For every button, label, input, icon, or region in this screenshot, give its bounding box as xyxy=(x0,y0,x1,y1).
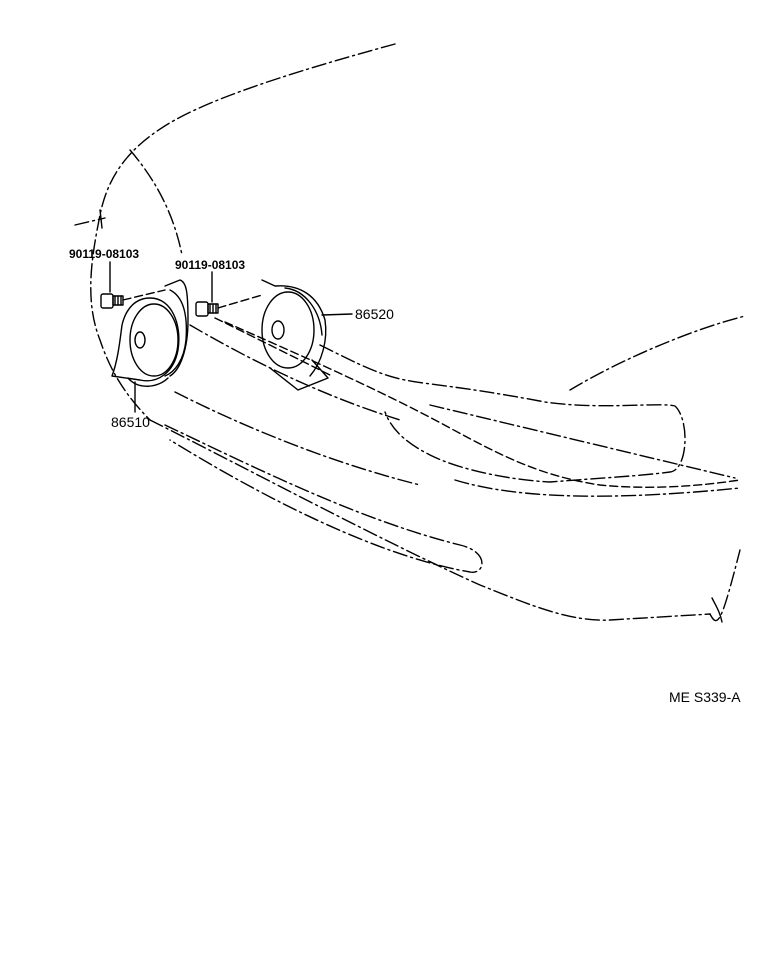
leader-lines xyxy=(109,261,353,413)
figure-code: ME S339-A xyxy=(669,689,741,705)
bolt-left-part-number: 90119-08103 xyxy=(69,247,139,261)
horn-low-icon xyxy=(111,279,189,387)
vehicle-body-outline xyxy=(74,43,746,623)
horn-high-part-number: 86520 xyxy=(355,306,394,322)
horn-low-part-number: 86510 xyxy=(111,414,150,430)
horn-high-icon xyxy=(261,279,329,391)
bolt-right-part-number: 90119-08103 xyxy=(175,258,245,272)
bolt-right-guide xyxy=(217,294,263,309)
bolt-left-guide xyxy=(122,289,166,301)
bolt-left-icon xyxy=(100,293,124,309)
bolt-right-icon xyxy=(195,301,219,317)
